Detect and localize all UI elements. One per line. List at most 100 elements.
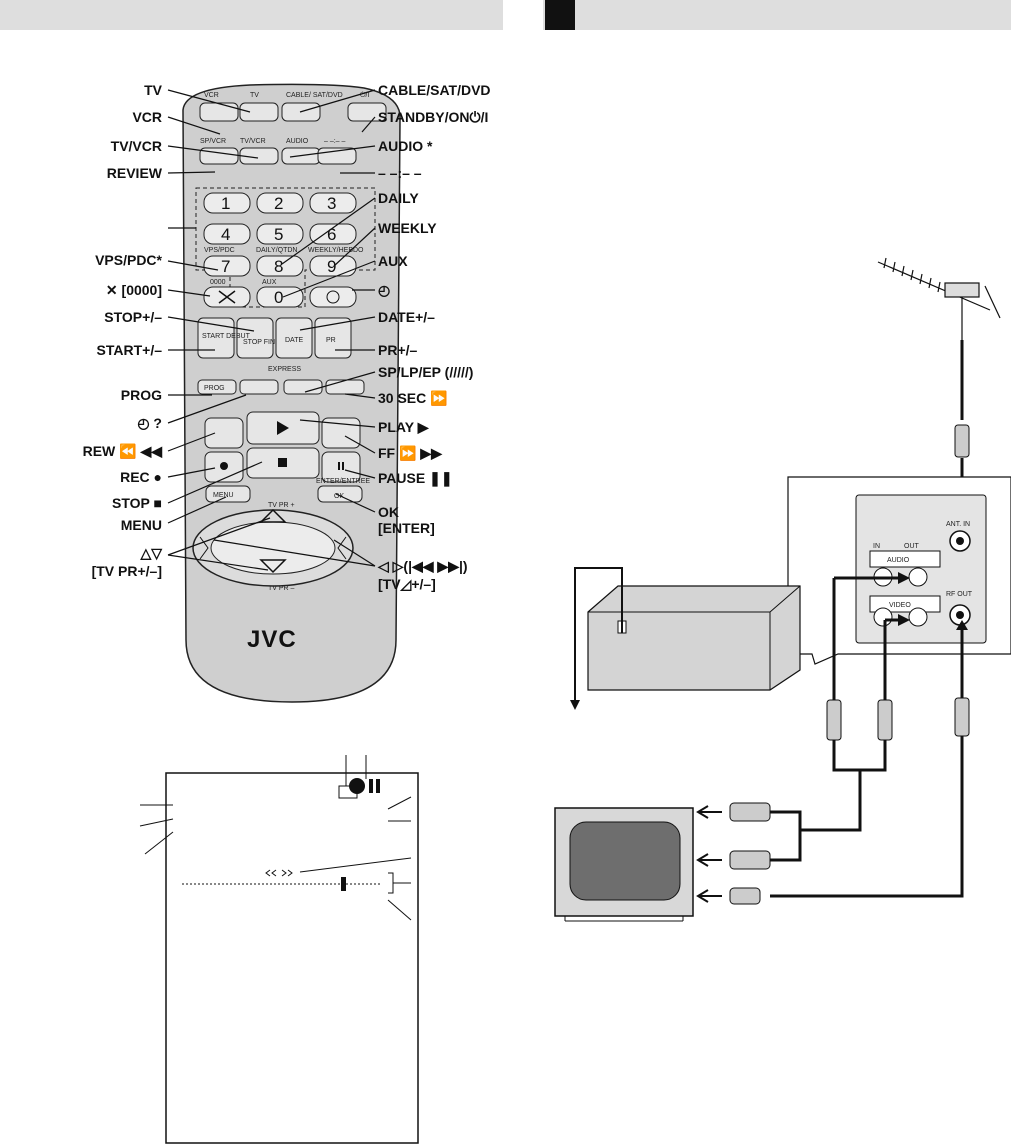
label-tvvcr: TV/VCR	[110, 138, 162, 154]
key-4: 4	[221, 225, 230, 244]
jack-ant-in: ANT. IN	[946, 521, 970, 528]
key-9: 9	[327, 257, 336, 276]
tv-screen	[569, 821, 681, 901]
label-tv-vol: [TV◿+/–]	[378, 576, 436, 592]
key-0: 0	[274, 288, 283, 307]
top-buttons	[199, 102, 387, 165]
down-arrow-icon	[259, 559, 287, 574]
label-start: START DEBUT	[202, 333, 251, 340]
label-rec: REC ●	[120, 469, 162, 485]
btn-label-audio: AUDIO	[286, 138, 309, 145]
key-7: 7	[221, 257, 230, 276]
label-pr: PR	[326, 337, 336, 344]
key-5: 5	[274, 225, 283, 244]
record-icon	[220, 462, 228, 470]
btn-label-dash: – –:– –	[324, 138, 346, 145]
sub-daily: DAILY/QTDN	[256, 247, 298, 254]
header-bar-right	[543, 0, 1011, 30]
key-6: 6	[327, 225, 336, 244]
rca-plug-video	[877, 699, 893, 741]
label-stop-pm: STOP+/–	[104, 309, 162, 325]
left-arrow-icon	[199, 536, 209, 560]
btn-label-vcr: VCR	[204, 92, 219, 99]
timer-icon	[326, 290, 340, 304]
key-1: 1	[221, 194, 230, 213]
keypad	[203, 192, 357, 308]
sub-weekly: WEEKLY/HEBDO	[308, 247, 364, 254]
antenna	[877, 257, 1001, 420]
label-enter-r: [ENTER]	[378, 520, 435, 536]
label-vpspdc: VPS/PDC*	[95, 252, 162, 268]
brand-logo: JVC	[247, 626, 297, 653]
btn-label-tvvcr: TV/VCR	[240, 138, 266, 145]
stop-icon	[278, 458, 287, 467]
label-dash-time: – –:– –	[378, 165, 422, 181]
label-weekly: WEEKLY	[378, 220, 437, 236]
label-tvpr-minus: TV PR –	[268, 585, 295, 592]
jack-out: OUT	[904, 543, 920, 550]
jack-audio: AUDIO	[887, 557, 910, 564]
timer-adjust-buttons	[197, 317, 352, 359]
label-menu-l: MENU	[120, 517, 162, 533]
label-tv: TV	[144, 82, 162, 98]
right-arrow-icon	[337, 536, 347, 560]
key-8: 8	[274, 257, 283, 276]
power-cord	[574, 567, 623, 700]
btn-label-sp: SP/VCR	[200, 138, 226, 145]
callout-lines-left	[167, 89, 271, 571]
label-rew: REW ⏪ ◀◀	[82, 443, 162, 459]
label-prog-l: PROG	[120, 387, 162, 403]
label-timer: ◴	[378, 282, 391, 298]
label-aux: AUX	[378, 253, 408, 269]
label-start-pm: START+/–	[96, 342, 162, 358]
rf-plug-top	[954, 424, 970, 458]
label-enter: ENTER/ENTREE	[316, 478, 370, 485]
label-vcr: VCR	[132, 109, 162, 125]
sub-aux: AUX	[262, 279, 277, 286]
btn-label-tv: TV	[250, 92, 259, 99]
label-daily: DAILY	[378, 190, 419, 206]
label-pr-pm: PR+/–	[378, 342, 418, 358]
sub-vps: VPS/PDC	[204, 247, 235, 254]
label-prog: PROG	[204, 385, 225, 392]
label-ok-r: OK	[378, 504, 399, 520]
label-review: REVIEW	[106, 165, 162, 181]
shuttle-search-icon	[265, 869, 293, 877]
label-date-pm: DATE+/–	[378, 309, 435, 325]
shuttle-center	[210, 521, 336, 575]
keypad-frame	[195, 187, 376, 308]
callout-lines-right	[213, 89, 376, 567]
btn-label-standby: ⏻/I	[360, 91, 369, 99]
label-cable-sat-dvd: CABLE/SAT/DVD	[378, 82, 491, 98]
pause-indicator-icon	[376, 779, 380, 793]
label-stop: STOP ■	[112, 495, 162, 511]
label-pause: PAUSE ❚❚	[378, 470, 453, 486]
sub-0000: 0000	[210, 279, 226, 286]
key-2: 2	[274, 194, 283, 213]
jack-video: VIDEO	[889, 602, 911, 609]
label-skip: ◁ ▷(|◀◀ ▶▶|)	[378, 558, 468, 574]
label-30sec: 30 SEC ⏩	[378, 390, 448, 406]
label-tvpr-plus: TV PR +	[268, 502, 295, 509]
rf-plug-bottom	[954, 697, 970, 737]
jack-in: IN	[873, 543, 880, 550]
pause-icon	[338, 462, 344, 470]
up-arrow-icon	[259, 508, 287, 523]
rec-indicator-icon	[349, 778, 365, 794]
label-stop: STOP FIN	[243, 339, 275, 346]
label-play: PLAY ▶	[378, 419, 429, 435]
jack-rf-out: RF OUT	[946, 591, 973, 598]
label-ok: OK	[334, 493, 344, 500]
tape-position-marker	[341, 877, 346, 891]
btn-label-cable: CABLE/ SAT/DVD	[286, 92, 343, 99]
osd-screen	[165, 772, 419, 1144]
section-marker	[545, 0, 575, 30]
label-cancel: ✕ [0000]	[105, 282, 162, 298]
label-timer-q: ◴ ?	[137, 415, 162, 431]
label-standby: STANDBY/ON⏻/I	[378, 109, 489, 125]
label-tvpr: [TV PR+/–]	[91, 563, 162, 579]
key-3: 3	[327, 194, 336, 213]
label-ff: FF ⏩ ▶▶	[378, 445, 442, 461]
label-updown: △▽	[140, 545, 162, 561]
